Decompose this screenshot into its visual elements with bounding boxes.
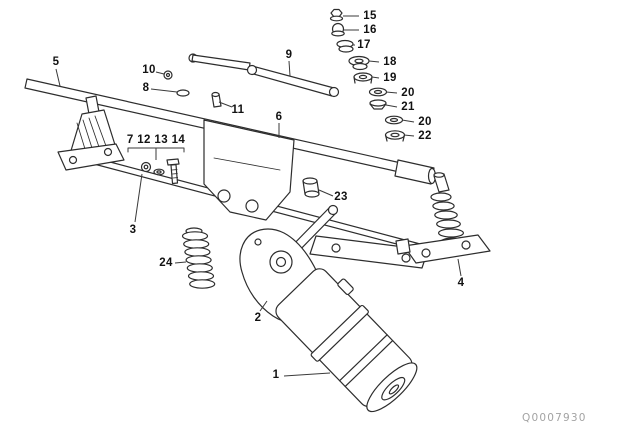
leader-line-10 — [155, 71, 165, 75]
leader-line-22 — [403, 134, 415, 137]
leader-line-18 — [368, 60, 380, 63]
connecting-rod — [188, 53, 340, 98]
leader-line-8 — [150, 88, 178, 93]
console-bracket — [203, 119, 295, 221]
leader-line-5 — [55, 68, 61, 87]
leader-line-11 — [218, 101, 233, 108]
motor-body — [275, 268, 418, 413]
leader-line-1 — [283, 372, 331, 377]
diagram-code: Q0007930 — [522, 412, 587, 424]
bushing-part — [302, 177, 320, 198]
motor-mount-plate — [309, 235, 429, 269]
leader-line-9 — [288, 60, 291, 77]
leader-line-20a — [385, 91, 398, 94]
leader-line-24 — [174, 261, 187, 264]
leader-lines — [55, 15, 462, 377]
label-bracket-7-12-13-14 — [127, 147, 185, 153]
leader-line-19 — [371, 76, 380, 79]
right-pivot-assembly — [395, 172, 491, 264]
fastener-stack — [329, 8, 406, 142]
leader-line-21 — [385, 104, 398, 108]
left-pivot-assembly — [57, 95, 125, 171]
leader-line-23 — [318, 189, 334, 197]
leader-line-4 — [457, 258, 462, 277]
leader-line-20b — [401, 119, 415, 123]
leader-line-3 — [134, 173, 143, 223]
leader-line-2 — [259, 300, 268, 312]
small-fastener-set — [140, 70, 222, 185]
tension-spring — [181, 227, 216, 289]
